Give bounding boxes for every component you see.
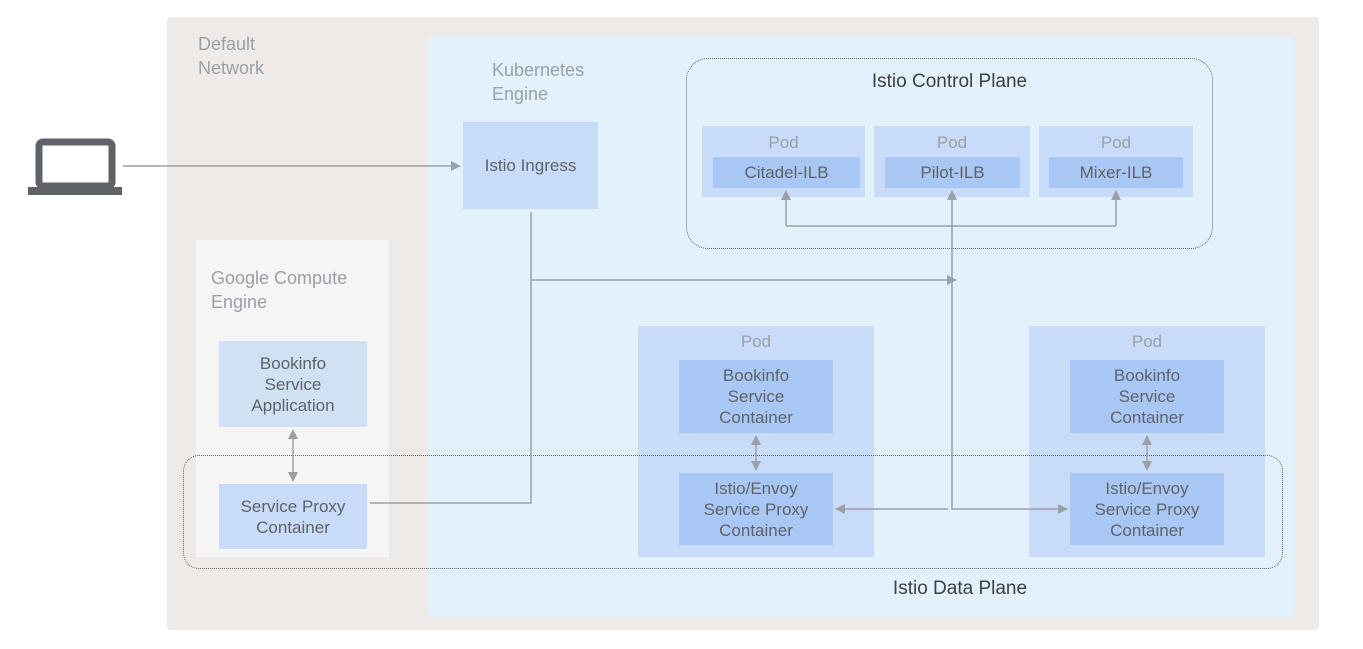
pod-label: Pod <box>740 332 772 351</box>
istio-data-plane-region <box>183 455 1283 569</box>
istio-ingress-box: Istio Ingress <box>463 122 598 209</box>
gce-service-proxy-box: Service Proxy Container <box>219 484 367 549</box>
pod-label: Pod <box>936 133 968 152</box>
default-network-label: Default Network <box>198 34 265 78</box>
pod-label: Pod <box>1100 133 1132 152</box>
istio-data-plane-label: Istio Data Plane <box>892 578 1028 599</box>
compute-engine-label: Google Compute Engine <box>211 268 348 312</box>
istio-control-plane-label: Istio Control Plane <box>871 71 1028 92</box>
citadel-ilb-box: Citadel-ILB <box>713 157 860 188</box>
mixer-ilb-box: Mixer-ILB <box>1049 157 1183 188</box>
bookinfo-container-2: Bookinfo Service Container <box>1070 360 1224 433</box>
pilot-ilb-box: Pilot-ILB <box>885 157 1020 188</box>
kubernetes-engine-label: Kubernetes Engine <box>492 60 585 104</box>
pod-label: Pod <box>768 133 799 152</box>
envoy-proxy-1: Istio/Envoy Service Proxy Container <box>679 473 833 545</box>
laptop-icon <box>28 138 122 195</box>
envoy-proxy-2: Istio/Envoy Service Proxy Container <box>1070 473 1224 545</box>
bookinfo-container-1: Bookinfo Service Container <box>679 360 833 433</box>
pod-label: Pod <box>1131 332 1163 351</box>
gce-bookinfo-application-box: Bookinfo Service Application <box>219 341 367 427</box>
